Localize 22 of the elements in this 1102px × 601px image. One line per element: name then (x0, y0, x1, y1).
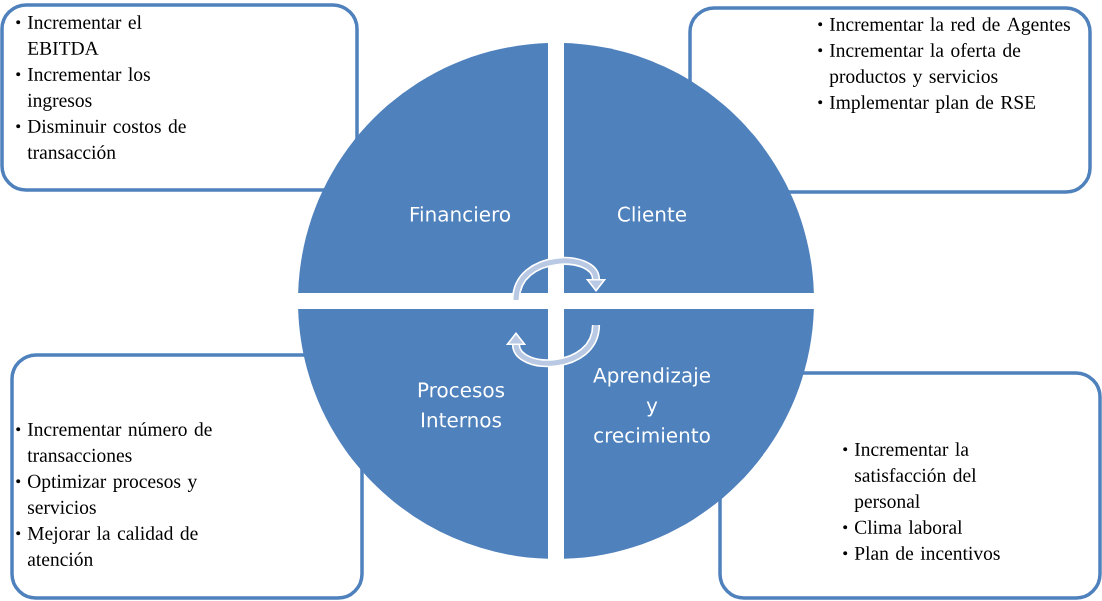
list-item: Incrementar el EBITDA (16, 15, 142, 55)
text-box (0, 3, 359, 192)
quadrant-sector: Cliente (564, 43, 814, 293)
list-item: Incrementar la red de Agentes (818, 17, 1070, 35)
list-item: Incrementar los ingresos (16, 67, 150, 111)
quadrant-sector: Financiero (298, 43, 548, 293)
list-item: Implementar plan de RSE (818, 95, 1036, 113)
text-box (718, 371, 1102, 600)
quadrant-sector: Procesos Internos (298, 309, 548, 559)
list-item: Incrementar la oferta de productos y servicios (818, 43, 1021, 87)
text-box (688, 6, 1092, 194)
list-item: Disminuir costos de transacción (16, 119, 186, 159)
list-item: Incrementar número de transacciones (16, 422, 212, 462)
list-item: Mejorar la calidad de atención (16, 526, 198, 566)
list-item: Clima laboral (843, 520, 963, 534)
list-item: Optimizar procesos y servicios (16, 474, 198, 514)
curved-arrow (505, 324, 601, 368)
list-item: Incrementar la satisfacción del personal (843, 442, 977, 512)
quadrant-sector: Aprendizaje y crecimiento (564, 309, 814, 559)
list-item: Plan de incentivos (843, 546, 1000, 560)
curved-arrow (511, 256, 607, 301)
text-box (10, 353, 364, 600)
